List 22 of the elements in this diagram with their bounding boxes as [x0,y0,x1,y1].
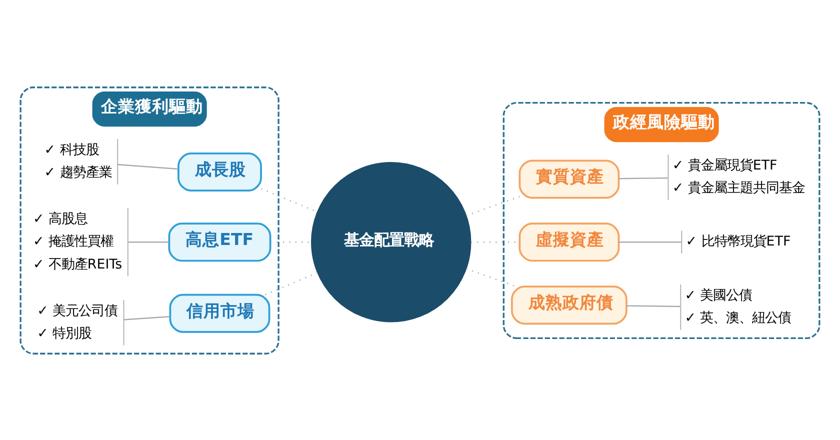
node-text: ✓ 比特幣現貨ETF [686,234,791,250]
connector [466,268,516,287]
connector [128,241,169,242]
connector [626,304,680,307]
connector [618,241,682,242]
connector [117,163,178,170]
node-box: 成長股 [178,152,262,191]
node-box: 信用市場 [169,293,270,332]
node-box: 成熟政府債 [511,285,628,324]
connector [124,316,170,320]
node-box: 虛擬資產 [518,222,620,262]
node-text: ✓ 高股息 ✓ 掩護性買權 ✓ 不動產REITs [32,211,122,272]
connector [264,272,318,295]
node-box: 實質資產 [518,159,620,198]
node-box: 高息ETF [168,222,272,262]
node-text: ✓ 美元公司債 ✓ 特別股 [37,303,118,342]
node-text: ✓ 貴金屬現貨ETF ✓ 貴金屬主題共同基金 [672,158,805,196]
node-text: ✓ 美國公債 ✓ 英、澳、紐公債 [684,288,792,326]
node-text: ✓ 科技股 ✓ 趨勢產業 [44,142,112,180]
node-circle: 基金配置戰略 [310,162,472,322]
connector [618,176,668,179]
connector [466,195,520,216]
